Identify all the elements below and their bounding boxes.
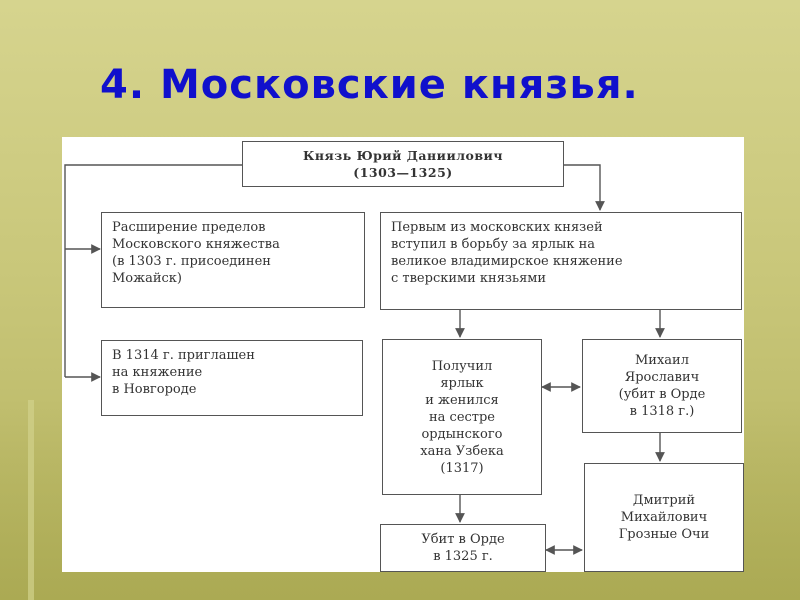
box-dmitry: Дмитрий Михайлович Грозные Очи (584, 463, 744, 572)
diagram-panel: Князь Юрий Даниилович (1303—1325) Расшир… (62, 137, 744, 572)
box-killed: Убит в Орде в 1325 г. (380, 524, 546, 572)
box-novgorod: В 1314 г. приглашен на княжение в Новгор… (101, 340, 363, 416)
box-struggle: Первым из московских князей вступил в бо… (380, 212, 742, 310)
diagram-connectors (64, 164, 665, 555)
box-mikhail: Михаил Ярославич (убит в Орде в 1318 г.) (582, 339, 742, 433)
box-yarlyk: Получил ярлык и женился на сестре ордынс… (382, 339, 542, 495)
box-yuri: Князь Юрий Даниилович (1303—1325) (242, 141, 564, 187)
connector-yuri-to-struggle (564, 164, 605, 211)
connector-yuri-left-trunk (64, 164, 242, 377)
box-expansion: Расширение пределов Московского княжеств… (101, 212, 365, 308)
slide-title: 4. Московские князья. (100, 62, 639, 108)
background-stripe (28, 400, 34, 600)
